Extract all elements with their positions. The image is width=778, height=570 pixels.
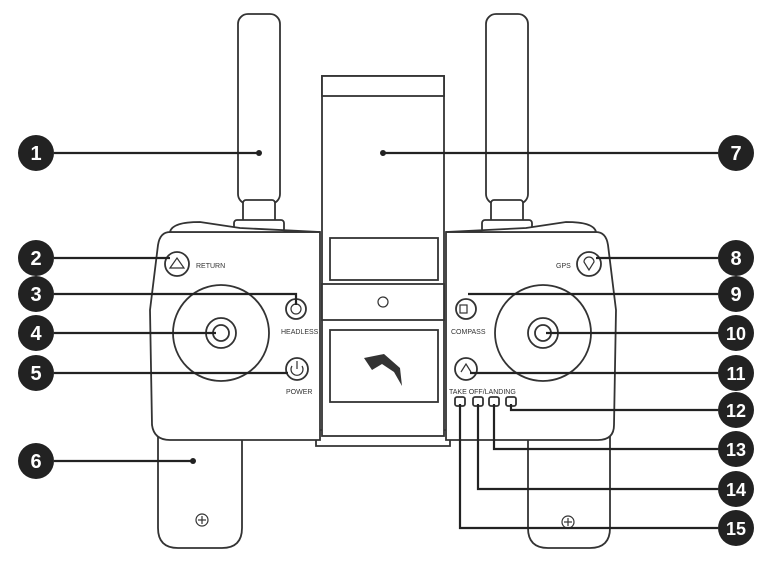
callout-9-number: 9	[730, 284, 741, 306]
callout-4-number: 4	[30, 323, 42, 345]
callout-10: 10	[718, 315, 754, 351]
callout-15-number: 15	[726, 519, 746, 539]
callout-3: 3	[18, 276, 54, 312]
callout-11-number: 11	[726, 364, 745, 384]
callout-1-number: 1	[30, 143, 41, 165]
callout-3-number: 3	[30, 284, 41, 306]
phone-holder	[321, 75, 445, 437]
power-label: POWER	[286, 389, 312, 396]
callout-6: 6	[18, 443, 54, 479]
callout-5-number: 5	[30, 363, 41, 385]
callout-4: 4	[18, 315, 54, 351]
callout-14-number: 14	[726, 480, 746, 500]
callout-7-number: 7	[730, 143, 741, 165]
callout-1: 1	[18, 135, 54, 171]
takeoff-landing-label: TAKE OFF/LANDING	[449, 389, 516, 396]
power-button[interactable]	[285, 357, 309, 381]
right-joystick[interactable]	[494, 284, 592, 382]
left-antenna	[233, 13, 285, 233]
callout-12: 12	[718, 392, 754, 428]
callout-13-number: 13	[726, 440, 746, 460]
takeoff-landing-button[interactable]	[454, 357, 478, 381]
callout-13: 13	[718, 431, 754, 467]
return-button[interactable]	[164, 251, 190, 277]
callout-6-number: 6	[30, 451, 41, 473]
callout-12-number: 12	[726, 401, 746, 421]
gps-button[interactable]	[576, 251, 602, 277]
left-joystick[interactable]	[172, 284, 270, 382]
return-label: RETURN	[196, 263, 225, 270]
callout-8: 8	[718, 240, 754, 276]
callout-2-number: 2	[30, 248, 41, 270]
callout-7: 7	[718, 135, 754, 171]
compass-button[interactable]	[455, 298, 477, 320]
callout-11: 11	[718, 355, 754, 391]
right-antenna	[481, 13, 533, 233]
left-grip	[157, 419, 243, 549]
callout-2: 2	[18, 240, 54, 276]
callout-9: 9	[718, 276, 754, 312]
compass-label: COMPASS	[451, 329, 486, 336]
gps-label: GPS	[556, 263, 571, 270]
headless-label: HEADLESS	[281, 329, 319, 336]
callout-10-number: 10	[726, 324, 746, 344]
callout-14: 14	[718, 471, 754, 507]
right-grip	[527, 419, 611, 549]
callout-5: 5	[18, 355, 54, 391]
callout-8-number: 8	[730, 248, 741, 270]
callout-15: 15	[718, 510, 754, 546]
leader-lines	[54, 150, 718, 530]
